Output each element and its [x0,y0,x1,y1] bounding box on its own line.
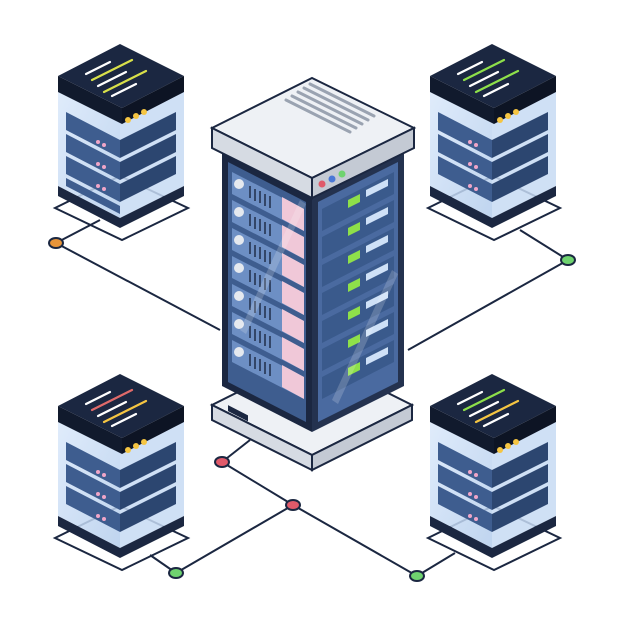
status-leds [318,170,346,188]
rack-top-cap [209,76,417,200]
server-top-left [58,44,184,228]
node-green-right [560,254,576,266]
node-red-junction [285,499,301,511]
node-green-bottom-right [409,570,425,582]
network-lines [55,219,569,577]
rack-units-right [322,172,394,399]
server-units [66,112,176,214]
central-server-rack [209,76,417,472]
node-orange [48,237,64,249]
connection-nodes [48,237,576,582]
node-red-center [214,456,230,468]
server-bottom-right [430,374,556,558]
node-green-bottom-left [168,567,184,579]
rack-units-left [232,172,304,399]
server-bottom-left [58,374,184,558]
glass-reflection [240,200,398,404]
screen-code-lines [84,58,148,98]
screen-leds [125,109,147,123]
server-top-right [430,44,556,228]
